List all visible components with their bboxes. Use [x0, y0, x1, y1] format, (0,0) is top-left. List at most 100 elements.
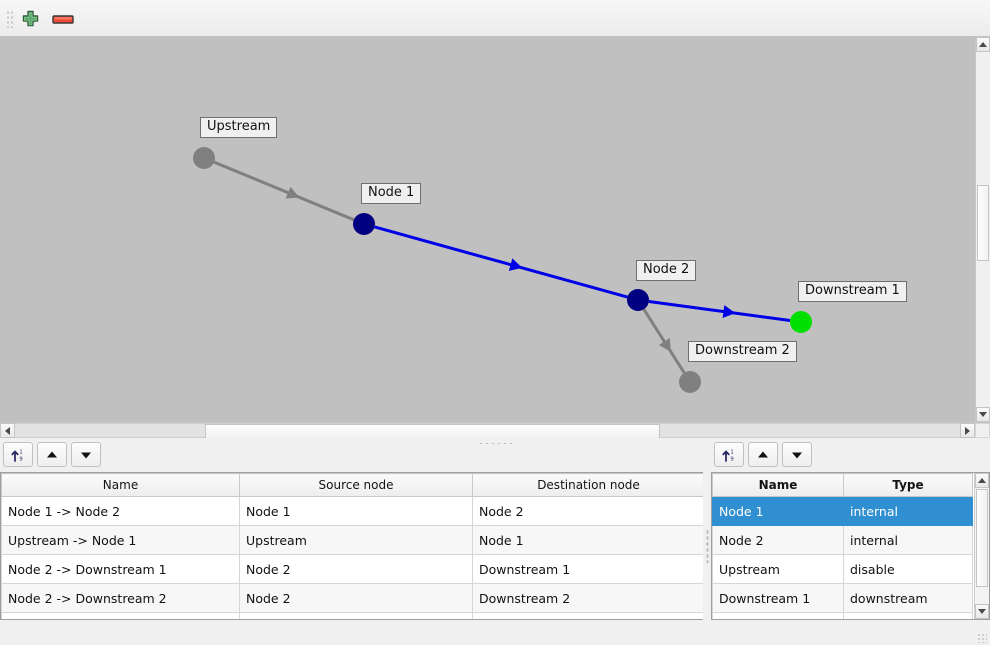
- chevron-down-icon: [979, 412, 987, 417]
- scroll-down-button[interactable]: [976, 407, 990, 422]
- horizontal-scroll-thumb[interactable]: [205, 424, 660, 439]
- sort-icon: 1 9: [722, 449, 734, 462]
- links-cell-name[interactable]: Node 2 -> Downstream 1: [1, 554, 240, 584]
- nodes-empty-cell: [712, 612, 844, 619]
- edge-node2-downstream2[interactable]: [642, 308, 686, 374]
- node-label-downstream2[interactable]: Downstream 2: [688, 341, 797, 362]
- links-cell-source[interactable]: Upstream: [239, 525, 473, 555]
- scroll-up-button[interactable]: [975, 473, 989, 488]
- svg-text:9: 9: [730, 456, 733, 462]
- nodes-table-scrollbar[interactable]: [974, 473, 989, 619]
- links-col-name[interactable]: Name: [1, 473, 240, 497]
- nodes-toolbar: 1 9: [711, 442, 990, 468]
- chevron-left-icon: [5, 426, 10, 435]
- svg-text:9: 9: [19, 456, 22, 462]
- edge-node1-node2[interactable]: [374, 225, 628, 299]
- nodes-cell-type[interactable]: internal: [843, 525, 973, 555]
- node-label-node1[interactable]: Node 1: [361, 183, 422, 204]
- links-table-panel: Name Source node Destination node Node 1…: [0, 472, 706, 620]
- nodes-cell-name[interactable]: Upstream: [712, 554, 844, 584]
- links-cell-source[interactable]: Node 2: [239, 583, 473, 613]
- nodes-move-down-button[interactable]: [782, 442, 812, 467]
- nodes-cell-name[interactable]: Node 1: [712, 496, 844, 526]
- links-table-header-row: Name Source node Destination node: [1, 473, 705, 497]
- diagram-horizontal-scrollbar[interactable]: [0, 422, 990, 439]
- links-cell-source[interactable]: Node 2: [239, 554, 473, 584]
- graph-node-downstream1[interactable]: [790, 311, 812, 333]
- nodes-cell-type[interactable]: downstream: [843, 583, 973, 613]
- edge-upstream-node1[interactable]: [213, 160, 355, 222]
- scrollbar-corner: [975, 423, 990, 438]
- edge-arrow-upstream-node1: [285, 186, 300, 199]
- links-cell-name[interactable]: Upstream -> Node 1: [1, 525, 240, 555]
- arrow-up-icon: [758, 451, 768, 457]
- nodes-col-type[interactable]: Type: [843, 473, 973, 497]
- links-cell-source[interactable]: Node 1: [239, 496, 473, 526]
- links-cell-destination[interactable]: Downstream 1: [472, 554, 705, 584]
- nodes-move-up-button[interactable]: [748, 442, 778, 467]
- nodes-table-empty-row: [712, 612, 973, 619]
- arrow-down-icon: [792, 452, 802, 458]
- scroll-right-button[interactable]: [960, 423, 975, 438]
- arrow-down-icon: [81, 452, 91, 458]
- links-table[interactable]: Name Source node Destination node Node 1…: [1, 473, 705, 619]
- vertical-scroll-thumb[interactable]: [977, 185, 989, 261]
- links-move-down-button[interactable]: [71, 442, 101, 467]
- node-label-node2[interactable]: Node 2: [636, 260, 697, 281]
- links-cell-destination[interactable]: Downstream 2: [472, 583, 705, 613]
- links-col-destination[interactable]: Destination node: [472, 473, 705, 497]
- window-resize-grip[interactable]: [977, 633, 987, 643]
- vertical-scroll-thumb[interactable]: [976, 489, 988, 587]
- vertical-splitter[interactable]: [703, 472, 712, 620]
- svg-text:1: 1: [730, 449, 733, 455]
- remove-node-button[interactable]: [48, 5, 78, 34]
- horizontal-splitter[interactable]: [0, 438, 990, 447]
- scroll-left-button[interactable]: [0, 423, 15, 438]
- links-col-source[interactable]: Source node: [239, 473, 473, 497]
- graph-node-node1[interactable]: [353, 213, 375, 235]
- nodes-cell-name[interactable]: Downstream 1: [712, 583, 844, 613]
- links-table-empty-row: [1, 612, 705, 619]
- nodes-cell-name[interactable]: Node 2: [712, 525, 844, 555]
- node-label-downstream1[interactable]: Downstream 1: [798, 281, 907, 302]
- links-cell-destination[interactable]: Node 1: [472, 525, 705, 555]
- links-empty-cell: [472, 612, 705, 619]
- links-cell-name[interactable]: Node 1 -> Node 2: [1, 496, 240, 526]
- links-cell-destination[interactable]: Node 2: [472, 496, 705, 526]
- nodes-cell-type[interactable]: internal: [843, 496, 973, 526]
- scroll-down-button[interactable]: [975, 604, 989, 619]
- plus-icon: [22, 10, 38, 27]
- links-move-up-button[interactable]: [37, 442, 67, 467]
- nodes-col-name[interactable]: Name: [712, 473, 844, 497]
- diagram-vertical-scrollbar[interactable]: [975, 37, 990, 422]
- nodes-sort-button[interactable]: 1 9: [714, 442, 744, 467]
- add-node-button[interactable]: [15, 5, 45, 34]
- horizontal-scroll-track[interactable]: [15, 423, 960, 439]
- links-sort-button[interactable]: 1 9: [3, 442, 33, 467]
- splitter-grip-icon: [706, 529, 709, 563]
- scroll-up-button[interactable]: [976, 37, 990, 52]
- links-cell-name[interactable]: Node 2 -> Downstream 2: [1, 583, 240, 613]
- edge-arrow-node1-node2: [508, 258, 523, 271]
- status-strip: [0, 621, 990, 645]
- chevron-right-icon: [965, 426, 970, 435]
- edge-node2-downstream1[interactable]: [648, 299, 791, 323]
- toolbar-drag-handle[interactable]: [6, 10, 13, 28]
- links-empty-cell: [1, 612, 240, 619]
- graph-node-downstream2[interactable]: [679, 371, 701, 393]
- nodes-cell-type[interactable]: disable: [843, 554, 973, 584]
- graph-node-upstream[interactable]: [193, 147, 215, 169]
- node-label-upstream[interactable]: Upstream: [200, 117, 278, 138]
- graph-node-node2[interactable]: [627, 289, 649, 311]
